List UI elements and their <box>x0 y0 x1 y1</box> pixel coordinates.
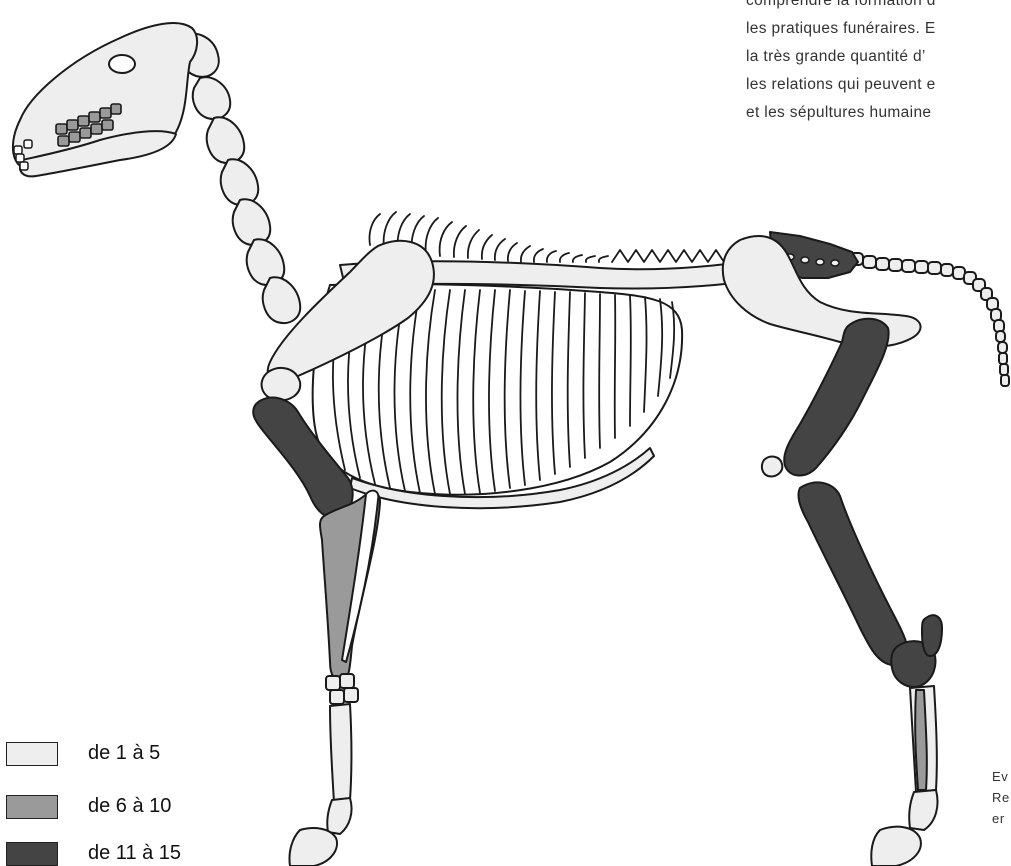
caption-line: Ev <box>992 766 1008 787</box>
legend-swatch-11-15 <box>6 842 58 866</box>
legend-swatch-1-5 <box>6 742 58 766</box>
patella <box>762 457 782 477</box>
hind-pastern <box>909 790 937 830</box>
front-hoof <box>289 828 337 866</box>
femur <box>784 319 888 476</box>
legend-label-11-15: de 11 à 15 <box>88 842 181 865</box>
hind-splint-bone <box>915 690 927 790</box>
dorsal-spines <box>369 212 772 262</box>
calcaneus <box>922 615 942 656</box>
front-pastern <box>327 798 351 834</box>
cervical-vertebrae <box>179 34 300 323</box>
front-cannon-bone <box>330 704 352 802</box>
tibia <box>798 482 908 665</box>
legend-swatch-6-10 <box>6 795 58 819</box>
eye-socket <box>109 55 135 73</box>
hind-hoof <box>871 827 921 866</box>
humerus-head <box>262 368 301 400</box>
front-carpals <box>326 674 358 704</box>
legend-label-6-10: de 6 à 10 <box>88 795 171 818</box>
legend-label-1-5: de 1 à 5 <box>88 742 160 765</box>
caption-line: Re <box>992 787 1010 808</box>
caption-line: er <box>992 808 1005 829</box>
